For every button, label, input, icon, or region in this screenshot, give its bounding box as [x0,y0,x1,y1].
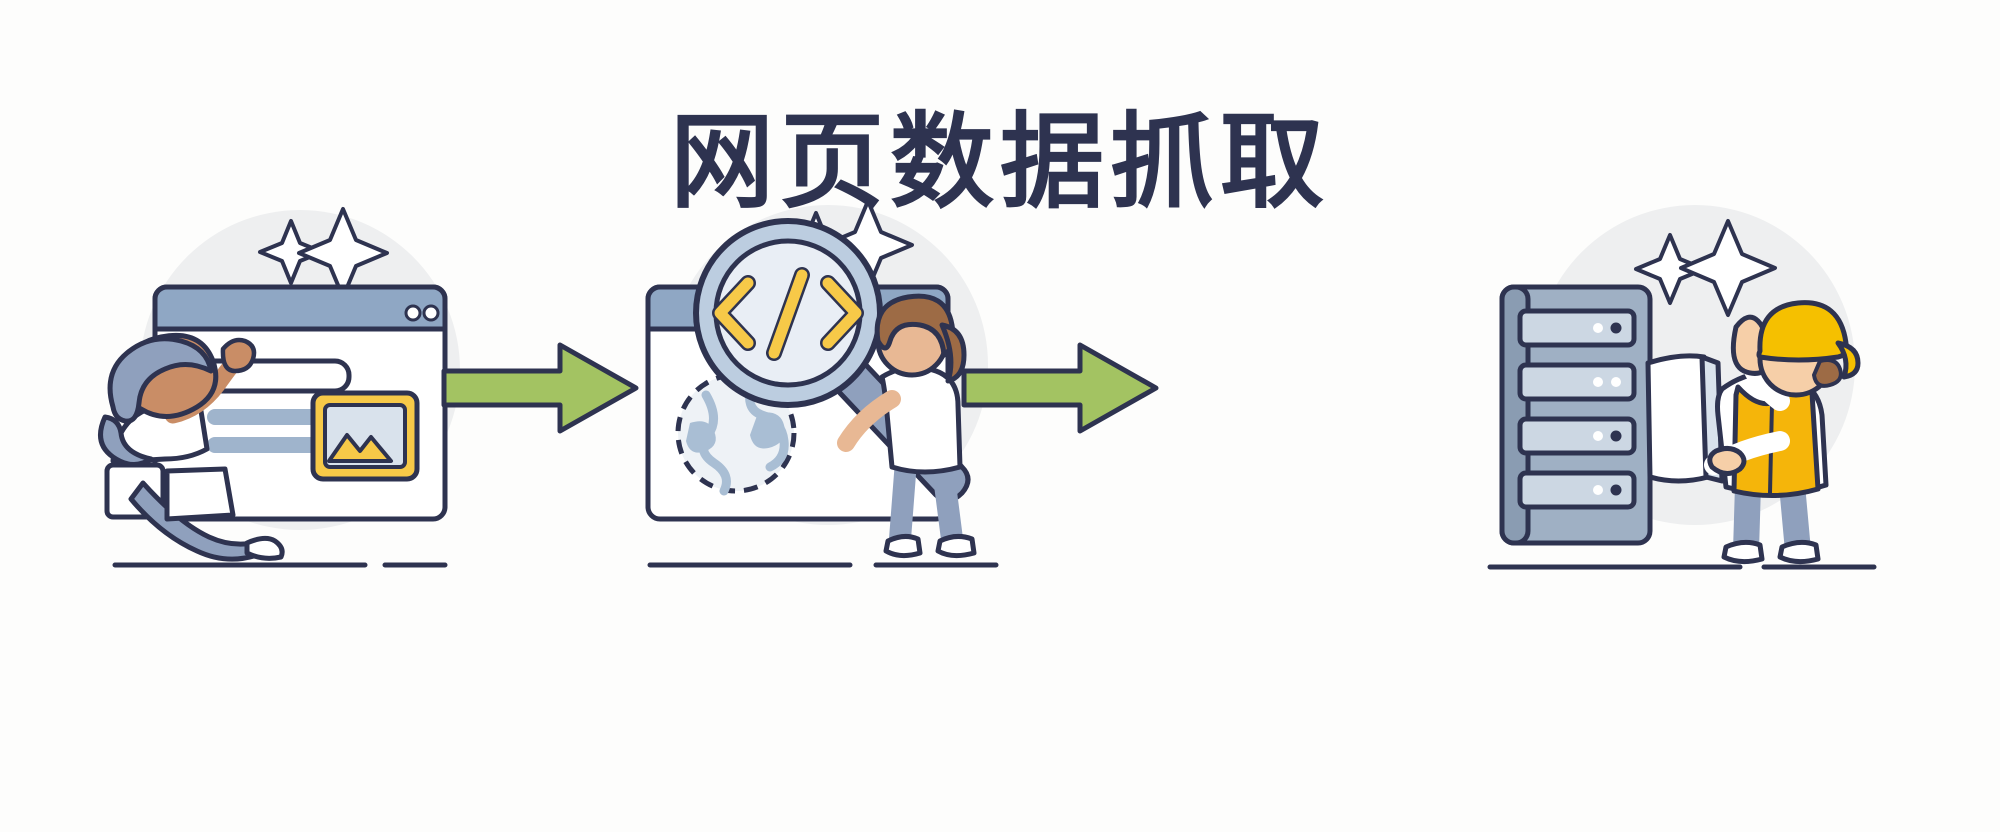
status-led [1610,484,1622,496]
step-1-illustration [98,207,460,568]
arrow-right-icon [961,342,1159,434]
status-led [1593,431,1603,441]
step-2-illustration [645,199,999,568]
flow-arrow-2 [960,333,1160,443]
person-inspecting [837,293,977,559]
server-unit [1517,362,1637,402]
server-unit [1517,308,1637,348]
arm [837,390,901,452]
ear [1812,358,1843,388]
hard-hat [1756,300,1849,363]
shoe [1721,539,1765,565]
window-dot [404,304,422,322]
server-unit [1517,416,1637,456]
status-led [1593,377,1603,387]
hair-bun [98,414,154,467]
person-browsing [98,332,285,562]
magnifier-lens [693,218,883,408]
image-placeholder-card [310,390,420,482]
flow-arrow-1 [440,333,640,443]
step-1-browse-webpage [95,165,515,585]
hand [1707,445,1747,476]
hard-hat-brim [1835,340,1861,380]
shoe [1777,539,1821,565]
process-flow-scene [0,165,2000,585]
shoe [935,533,977,559]
status-led [1593,323,1603,333]
server-rack[interactable] [1499,284,1653,546]
worker-technician [1704,300,1861,565]
step-2-inspect-code [620,165,1040,585]
arrow-right-icon [441,342,639,434]
hair [874,293,956,358]
hand [220,337,257,374]
server-unit [1517,470,1637,510]
mountain-icon [327,433,393,463]
page-title: 网页数据抓取 [669,100,1330,223]
step-3-illustration [1487,205,1877,570]
window-dot [422,304,440,322]
laptop [164,466,236,522]
legs [889,450,963,550]
status-led [1611,377,1621,387]
hair-bun [939,322,967,384]
shoe [244,535,285,561]
shoe [883,533,923,559]
status-led [1610,322,1622,334]
browser-titlebar [152,284,448,332]
hair [107,336,214,424]
status-led [1610,430,1622,442]
sparkle-icon [1634,219,1777,317]
step-3-store-data [1480,165,1900,585]
status-led [1593,485,1603,495]
clipboard [1645,353,1725,484]
